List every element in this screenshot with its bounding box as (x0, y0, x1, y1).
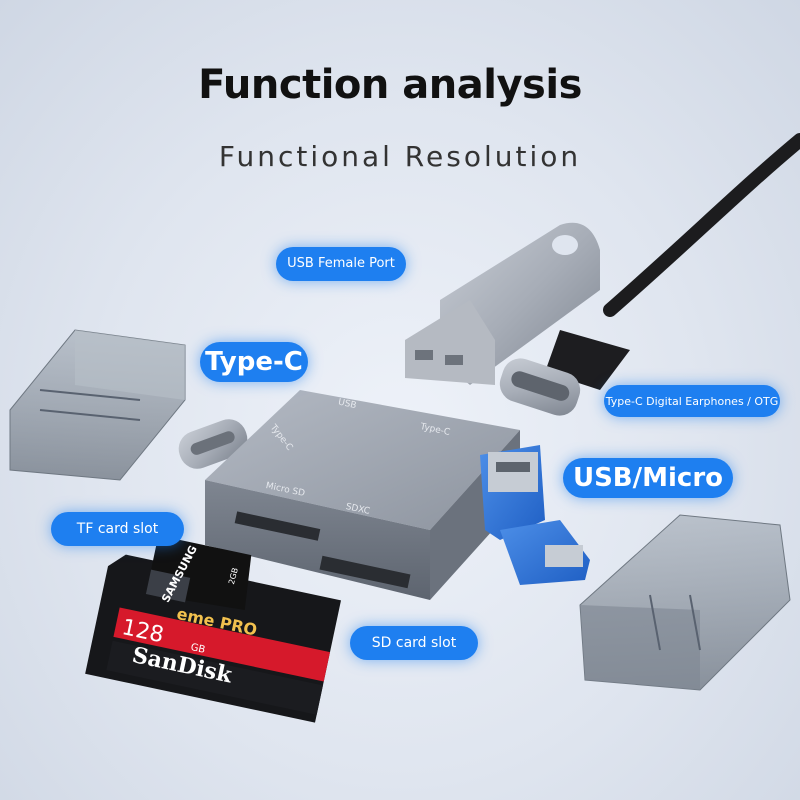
usb-micro-plug (480, 445, 590, 585)
usb-flash-drive (405, 222, 600, 385)
label-usb: USB (337, 398, 357, 412)
tf-capacity: 2GB (227, 567, 240, 586)
usb-micro-callout: USB/Micro (563, 458, 733, 498)
type-c-plug (499, 330, 630, 416)
sd-unit: GB (190, 642, 207, 656)
card-reader-body (178, 390, 520, 600)
right-clear-cap (579, 514, 791, 691)
cable (603, 133, 800, 317)
page-title: Function analysis (198, 62, 582, 108)
type-c-callout: Type-C (200, 342, 308, 382)
label-sdxc: SDXC (345, 502, 371, 517)
page-subtitle: Functional Resolution (218, 140, 582, 173)
sd-card-slot-callout: SD card slot (350, 626, 478, 660)
tf-card (145, 535, 252, 610)
left-clear-cap (9, 329, 186, 481)
tf-card-slot-callout: TF card slot (51, 512, 184, 546)
type-c-otg-callout: Type-C Digital Earphones / OTG (604, 385, 780, 417)
usb-female-port-callout: USB Female Port (276, 247, 406, 281)
sd-card (85, 554, 342, 723)
